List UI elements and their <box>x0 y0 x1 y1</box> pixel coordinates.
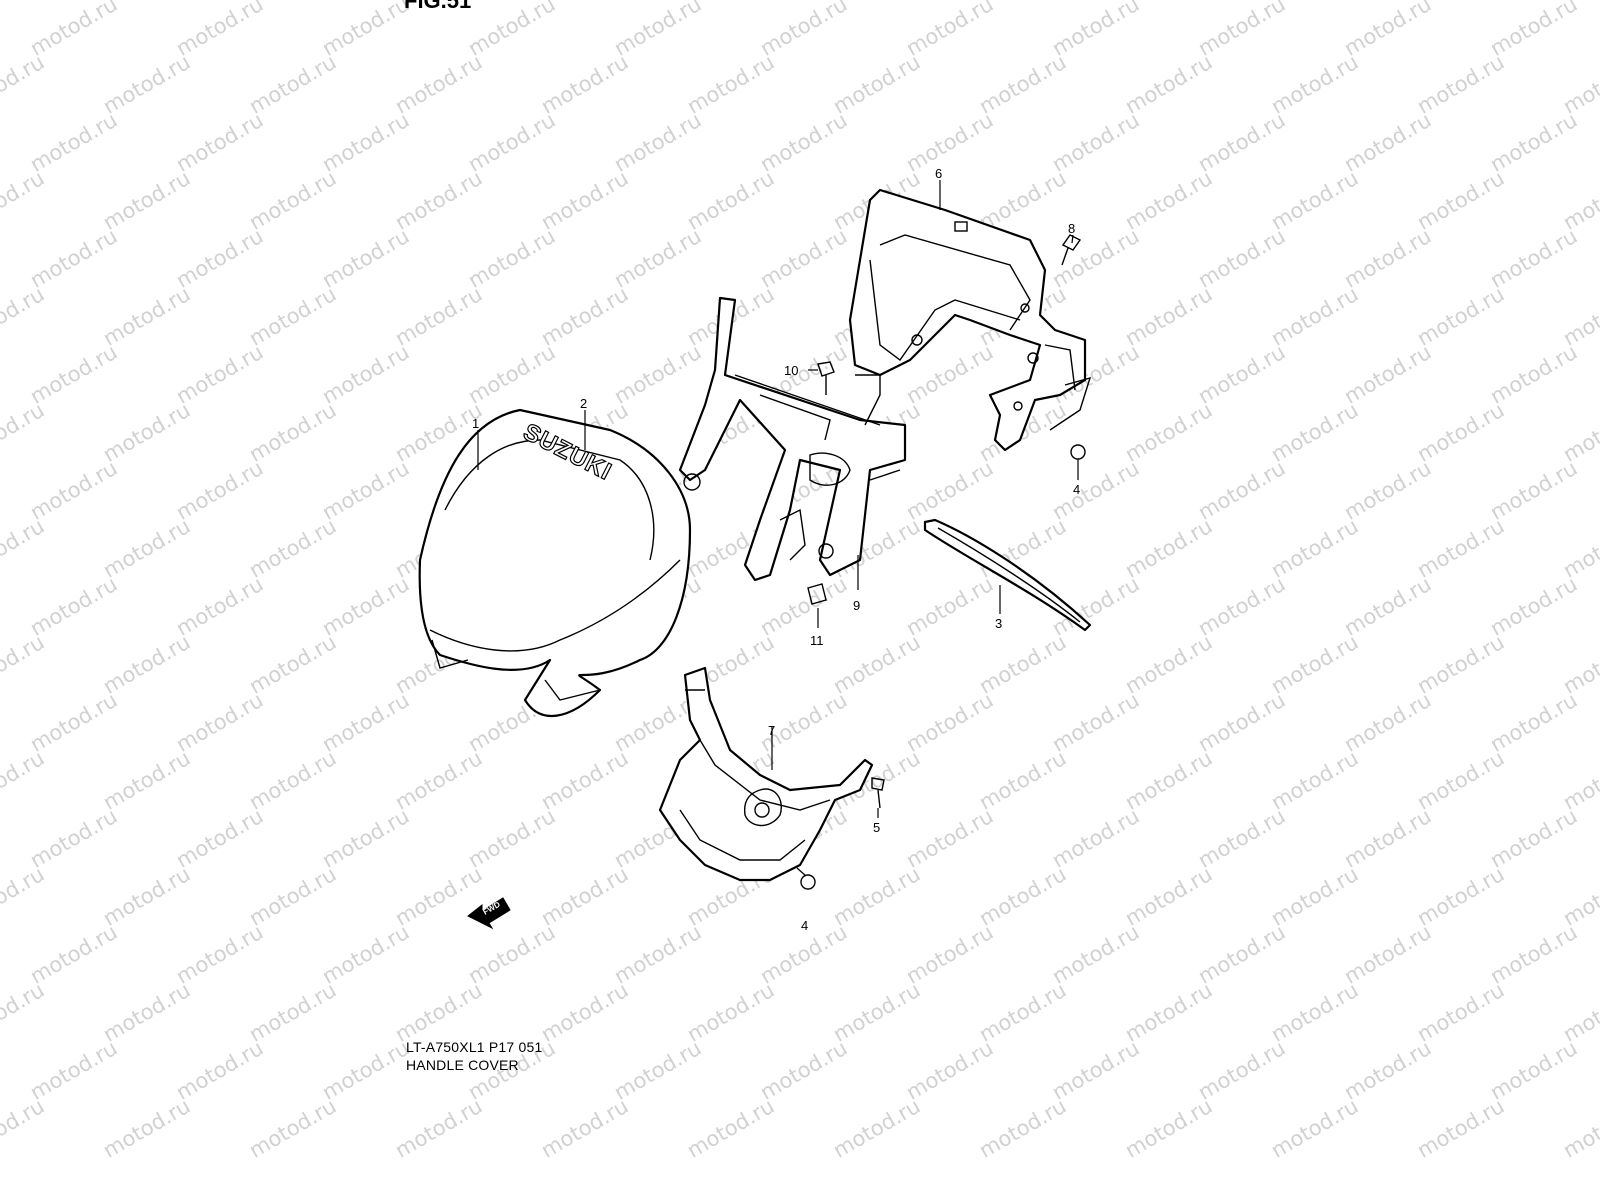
model-code: LT-A750XL1 P17 051 <box>406 1039 543 1055</box>
callout-1: 1 <box>472 416 479 431</box>
callout-10: 10 <box>784 363 798 378</box>
handle-cover-lower-part <box>658 666 874 882</box>
callout-5: 5 <box>873 820 880 835</box>
callout-7: 7 <box>768 723 775 738</box>
callout-3: 3 <box>995 616 1002 631</box>
figure-label: FIG.51 <box>404 0 472 13</box>
forward-direction-arrow-icon: FWD <box>467 897 511 930</box>
caption-title: HANDLE COVER <box>406 1057 519 1073</box>
callout-4-upper: 4 <box>1073 482 1080 497</box>
callout-9: 9 <box>853 598 860 613</box>
callout-4-lower: 4 <box>801 918 808 933</box>
seal-strip-part <box>923 518 1092 632</box>
handle-cover-front-part: SUZUKI <box>418 408 692 718</box>
callout-11: 11 <box>810 633 824 648</box>
screw-5-part <box>871 777 885 809</box>
handle-bracket-part <box>678 296 907 582</box>
nut-4-upper-part <box>1070 444 1086 460</box>
grommet-11-part <box>807 583 827 605</box>
callout-2: 2 <box>580 396 587 411</box>
callout-6: 6 <box>935 166 942 181</box>
diagram-caption: LT-A750XL1 P17 051 HANDLE COVER <box>406 1038 542 1074</box>
bolt-10-part <box>817 361 835 395</box>
callout-8: 8 <box>1068 221 1075 236</box>
nut-4-lower-part <box>800 874 816 890</box>
leader-lines <box>477 180 1079 877</box>
handle-cover-rear-upper-part <box>848 188 1092 452</box>
screw-8-part <box>1061 234 1082 266</box>
